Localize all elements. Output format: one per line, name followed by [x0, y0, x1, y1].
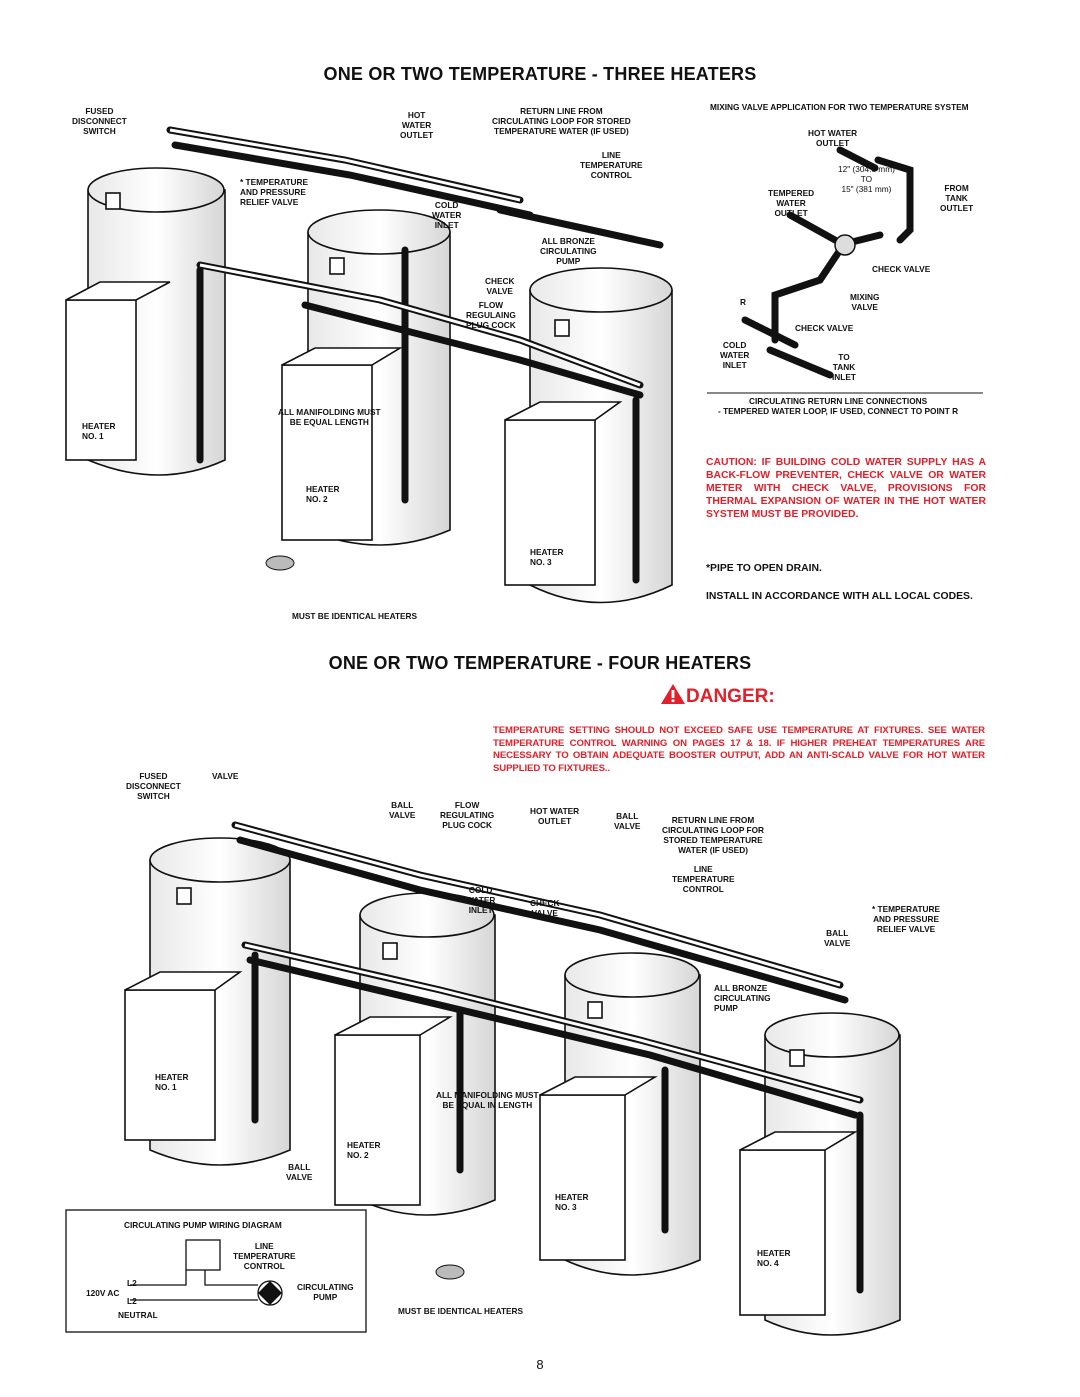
mixing-point-r: R — [740, 297, 746, 307]
label-ball-valve-1: BALL VALVE — [389, 800, 416, 820]
wiring-title: CIRCULATING PUMP WIRING DIAGRAM — [124, 1220, 282, 1230]
wiring-diagram-box — [65, 1209, 367, 1333]
label-valve: VALVE — [212, 771, 239, 781]
label-relief-valve: * TEMPERATURE AND PRESSURE RELIEF VALVE — [240, 177, 309, 207]
mixing-tempered-outlet: TEMPERED WATER OUTLET — [768, 188, 815, 218]
mixing-to-tank: TO TANK INLET — [832, 352, 856, 382]
label-heater-1: HEATER NO. 1 — [82, 421, 116, 441]
caution-note: CAUTION: IF BUILDING COLD WATER SUPPLY H… — [706, 457, 986, 520]
label-heater-4-b: HEATER NO. 4 — [757, 1248, 791, 1268]
wiring-l2-top: L2 — [127, 1278, 137, 1288]
floor-drain-icon — [265, 555, 295, 571]
label-line-temp-control: LINE TEMPERATURE CONTROL — [580, 150, 643, 180]
wiring-l2-bottom: L2 — [127, 1296, 137, 1306]
mixing-title: MIXING VALVE APPLICATION FOR TWO TEMPERA… — [710, 102, 969, 112]
danger-text: TEMPERATURE SETTING SHOULD NOT EXCEED SA… — [493, 725, 985, 774]
danger-heading: DANGER: — [686, 686, 775, 707]
heater-3-bottom — [539, 952, 701, 1276]
label-flow-regulating: FLOW REGULAING PLUG COCK — [466, 300, 516, 330]
label-heater-2-b: HEATER NO. 2 — [347, 1140, 381, 1160]
label-hot-water-outlet: HOT WATER OUTLET — [400, 110, 434, 140]
bottom-title: ONE OR TWO TEMPERATURE - FOUR HEATERS — [328, 653, 752, 673]
mixing-caption: CIRCULATING RETURN LINE CONNECTIONS - TE… — [718, 396, 959, 416]
label-manifolding: ALL MANIFOLDING MUST BE EQUAL LENGTH — [278, 407, 381, 427]
wiring-120v: 120V AC — [86, 1288, 120, 1298]
label-cold-water-inlet: COLD WATER INLET — [432, 200, 462, 230]
label-return-line-2: RETURN LINE FROM CIRCULATING LOOP FOR ST… — [662, 815, 765, 855]
label-ball-valve-2: BALL VALVE — [614, 811, 641, 831]
label-hot-water-outlet-2: HOT WATER OUTLET — [530, 806, 580, 826]
label-check-valve: CHECK VALVE — [485, 276, 515, 296]
floor-drain-icon — [435, 1264, 465, 1280]
label-line-temp-control-2: LINE TEMPERATURE CONTROL — [672, 864, 735, 894]
label-cold-water-inlet-2: COLD WATER INLET — [466, 885, 496, 915]
heater-2-bottom — [334, 892, 496, 1216]
label-heater-3-b: HEATER NO. 3 — [555, 1192, 589, 1212]
mixing-dimension: 12" (304.8 mm) TO 15" (381 mm) — [838, 164, 895, 194]
heater-1-bottom — [124, 837, 291, 1166]
label-manifolding-2: ALL MANIFOLDING MUST BE EQUAL IN LENGTH — [436, 1090, 539, 1110]
pipe-drain-note: *PIPE TO OPEN DRAIN. — [706, 563, 822, 574]
mixing-hot-outlet: HOT WATER OUTLET — [808, 128, 858, 148]
warning-triangle-icon — [661, 684, 685, 704]
wiring-neutral: NEUTRAL — [118, 1310, 158, 1320]
label-check-valve-2: CHECK VALVE — [530, 898, 560, 918]
label-heater-1-b: HEATER NO. 1 — [155, 1072, 189, 1092]
wiring-line-temp-control: LINE TEMPERATURE CONTROL — [233, 1241, 296, 1271]
label-identical-heaters-2: MUST BE IDENTICAL HEATERS — [398, 1306, 524, 1316]
heater-4-bottom — [739, 1012, 901, 1336]
label-fused-switch-2: FUSED DISCONNECT SWITCH — [126, 771, 181, 801]
label-bronze-pump: ALL BRONZE CIRCULATING PUMP — [540, 236, 597, 266]
label-fused-switch: FUSED DISCONNECT SWITCH — [72, 106, 127, 136]
mixing-valve-icon — [834, 234, 856, 256]
page-number: 8 — [536, 1357, 544, 1372]
heater-1-top — [65, 167, 226, 476]
wiring-circulating-pump: CIRCULATING PUMP — [297, 1282, 354, 1302]
label-heater-2: HEATER NO. 2 — [306, 484, 340, 504]
label-bronze-pump-2: ALL BRONZE CIRCULATING PUMP — [714, 983, 771, 1013]
label-flow-regulating-2: FLOW REGULATING PLUG COCK — [440, 800, 495, 830]
mixing-check-valve-2: CHECK VALVE — [795, 323, 854, 333]
mixing-from-tank: FROM TANK OUTLET — [940, 183, 974, 213]
label-ball-valve-3: BALL VALVE — [824, 928, 851, 948]
mixing-check-valve-1: CHECK VALVE — [872, 264, 931, 274]
mixing-cold-inlet: COLD WATER INLET — [720, 340, 750, 370]
mixing-mixing-valve: MIXING VALVE — [850, 292, 880, 312]
label-heater-3: HEATER NO. 3 — [530, 547, 564, 567]
label-ball-valve-4: BALL VALVE — [286, 1162, 313, 1182]
label-relief-valve-2: * TEMPERATURE AND PRESSURE RELIEF VALVE — [872, 904, 941, 934]
label-return-line: RETURN LINE FROM CIRCULATING LOOP FOR ST… — [492, 106, 631, 136]
top-title: ONE OR TWO TEMPERATURE - THREE HEATERS — [323, 64, 757, 84]
install-note: INSTALL IN ACCORDANCE WITH ALL LOCAL COD… — [706, 591, 973, 602]
label-identical-heaters: MUST BE IDENTICAL HEATERS — [292, 611, 418, 621]
mixing-valve-diagram — [741, 146, 914, 379]
